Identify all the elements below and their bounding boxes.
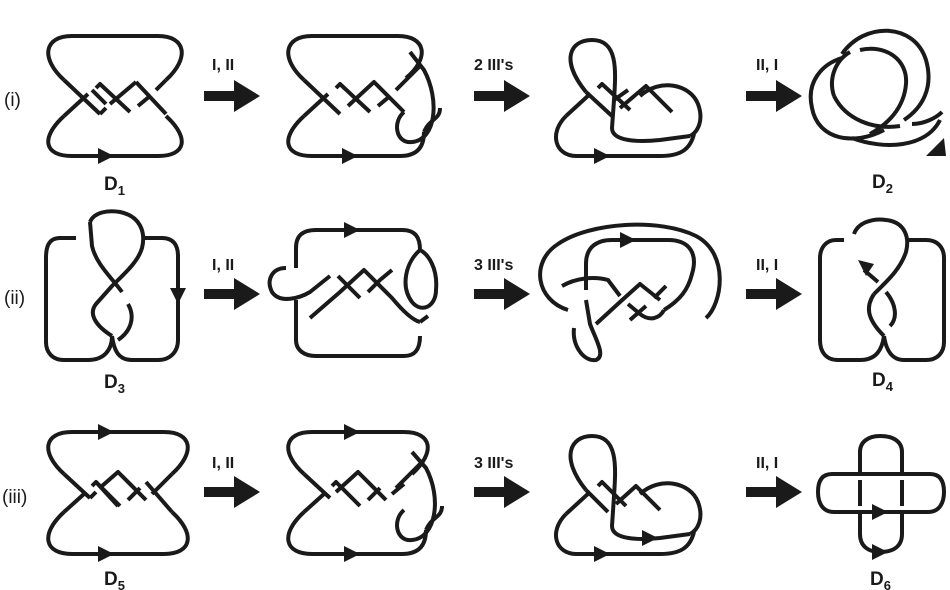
arrow-icon [474,476,530,508]
knot-diagram-r3-step2 [554,434,703,562]
arrow-icon [204,278,260,310]
knot-diagram-r1-step1 [286,34,442,164]
diagram-label-d1: D1 [104,174,125,198]
move-label-r2-a: I, II [212,257,234,274]
move-label-r2-c: II, I [756,257,778,274]
arrow-icon [746,278,802,310]
move-label-r2-b: 3 III's [474,257,513,274]
diagram-label-d5: D5 [104,569,125,590]
knot-diagram-d3 [44,209,186,362]
move-label-r3-b: 3 III's [474,455,513,472]
arrow-icon [474,80,530,112]
knot-diagram-d2 [808,28,946,156]
move-label-r3-c: II, I [756,455,778,472]
arrow-icon [746,80,802,112]
row-label-ii: (ii) [4,288,25,309]
knot-diagram-r2-step1 [267,222,439,358]
knot-diagram-d4 [818,217,946,362]
diagram-label-d6: D6 [870,569,891,590]
diagram-label-d3: D3 [104,372,125,396]
arrow-icon [746,476,802,508]
diagram-label-d2: D2 [872,172,893,196]
move-arrows [204,80,802,508]
knot-diagram-d6 [816,434,946,560]
row-label-i: (i) [4,90,21,111]
knot-diagram-d5 [46,424,190,562]
move-label-r3-a: I, II [212,455,234,472]
knot-diagram-d1 [46,34,184,164]
arrow-icon [474,278,530,310]
knot-diagram-r2-step2 [538,222,722,363]
arrow-icon [204,476,260,508]
move-label-r1-a: I, II [212,57,234,74]
knot-diagram-r1-step2 [554,38,703,164]
move-label-r1-b: 2 III's [474,57,513,74]
knot-diagram-r3-step1 [286,424,444,562]
arrow-icon [204,80,260,112]
row-label-iii: (iii) [2,487,27,508]
move-label-r1-c: II, I [756,57,778,74]
diagram-label-d4: D4 [872,370,894,394]
